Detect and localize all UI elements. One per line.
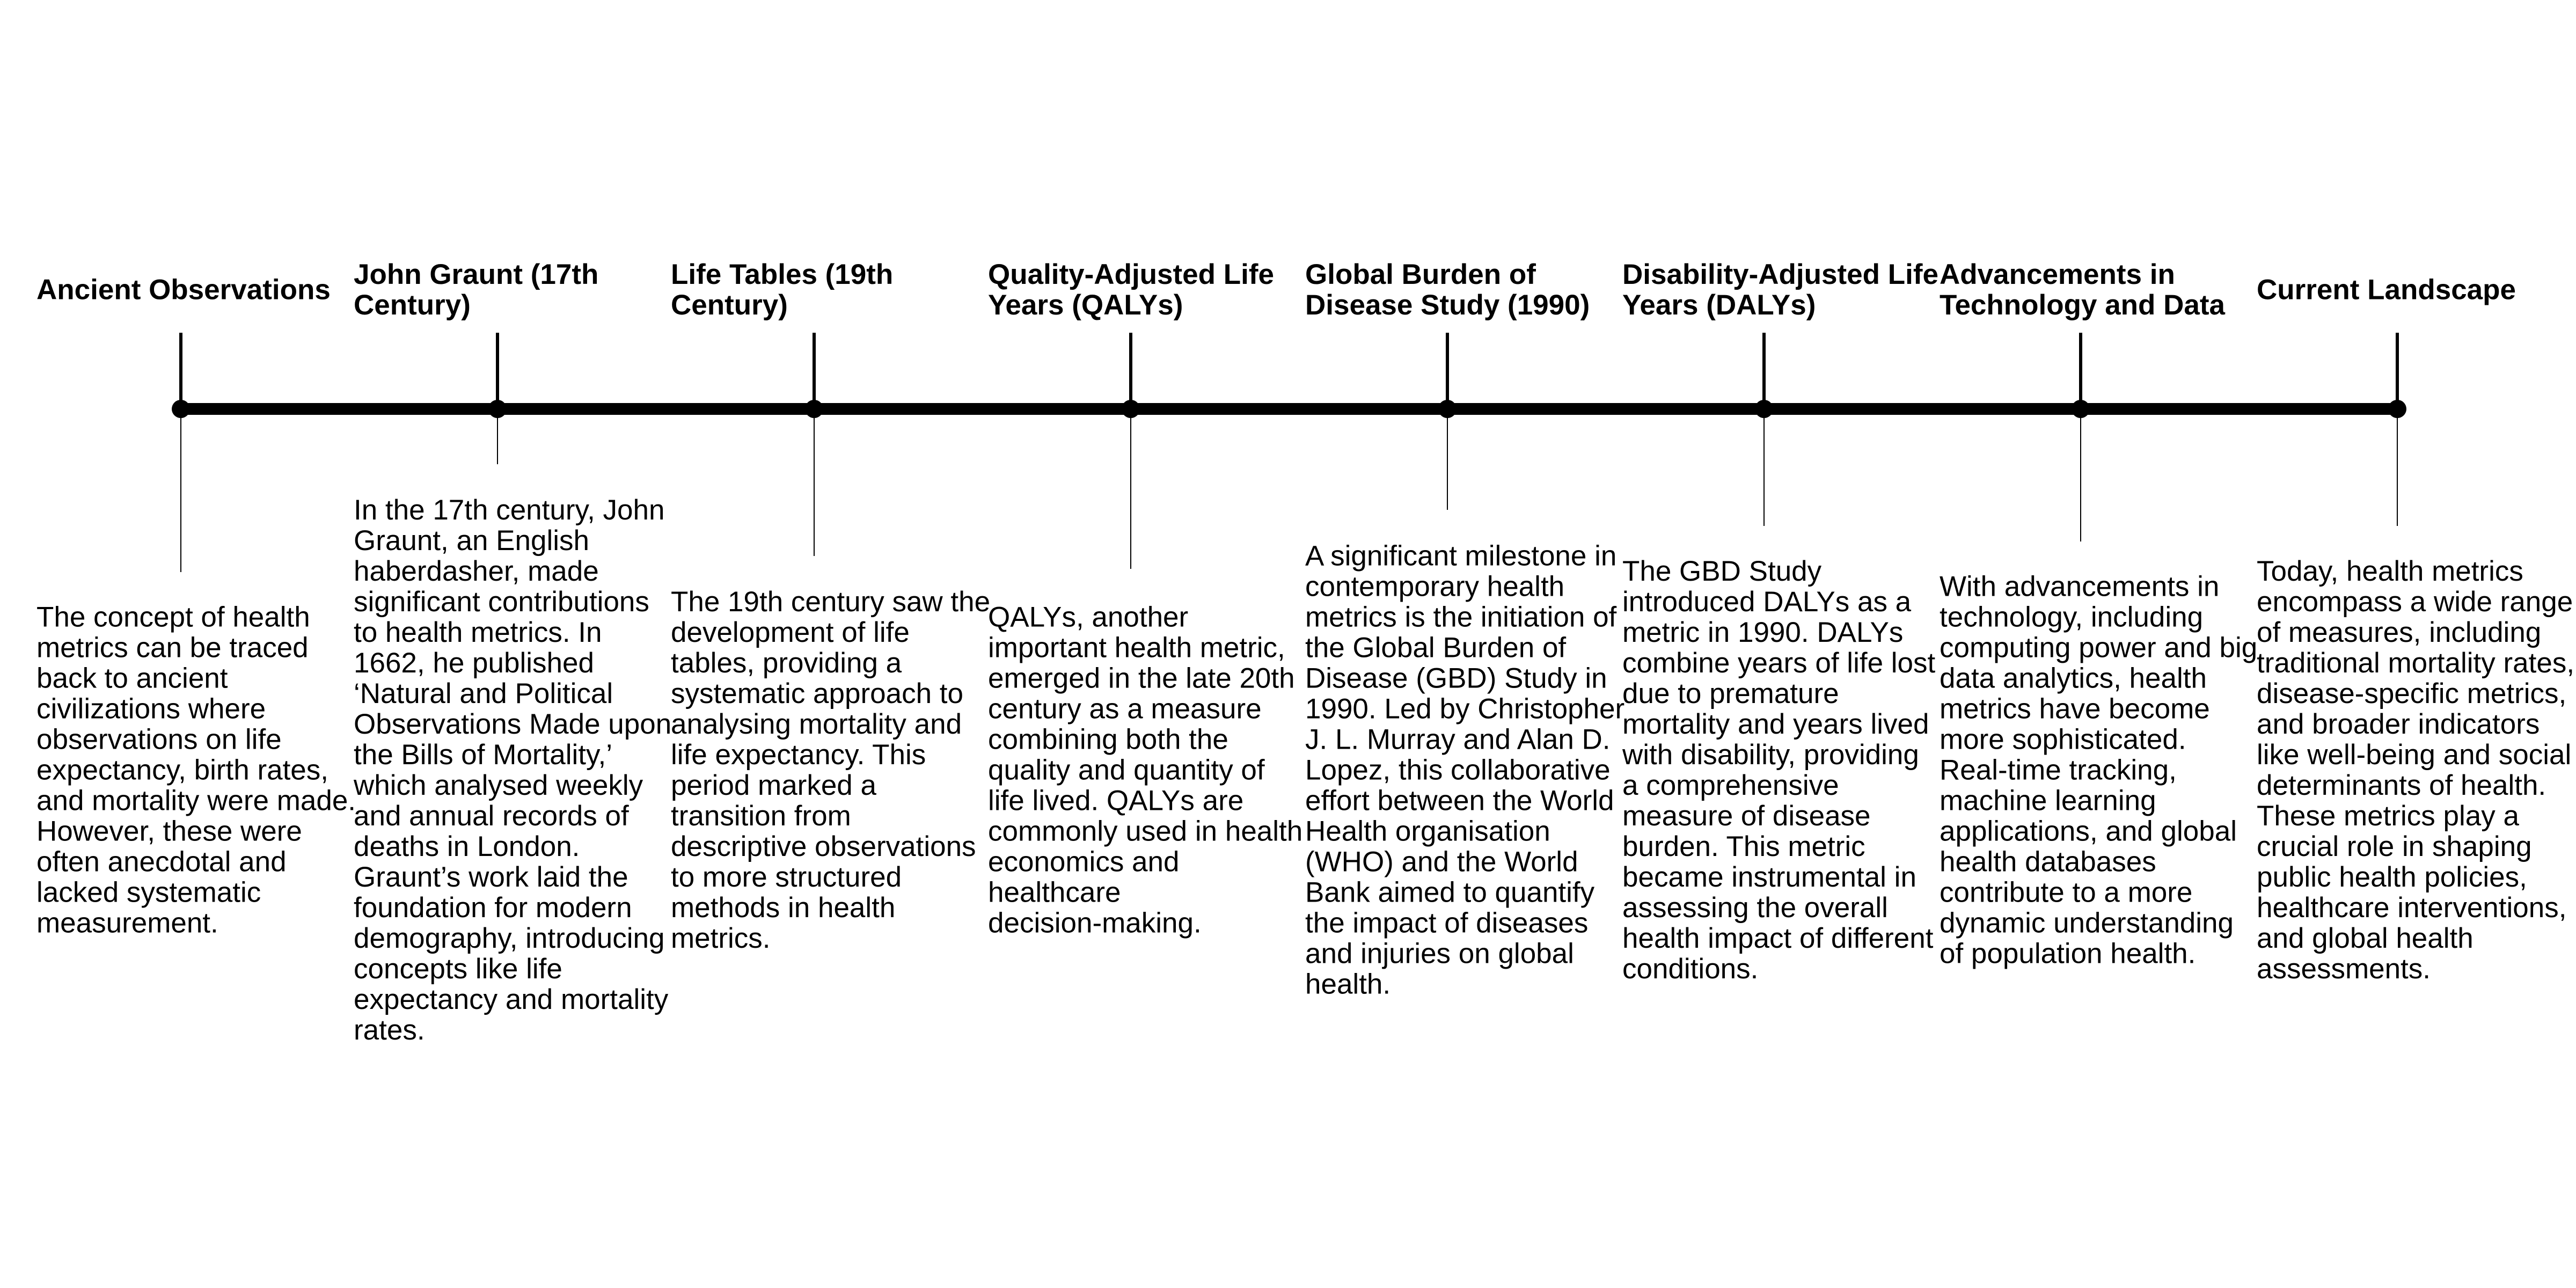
event-description: The concept of health metrics can be tra… [36, 601, 356, 939]
connector-upper [1129, 333, 1132, 409]
event-title: Global Burden of Disease Study (1990) [1305, 259, 1590, 321]
connector-upper [179, 333, 182, 409]
connector-lower [497, 409, 498, 464]
connector-upper [2396, 333, 2399, 409]
connector-lower [1447, 409, 1448, 510]
event-description: With advancements in technology, includi… [1940, 570, 2258, 970]
connector-lower [2080, 409, 2081, 541]
event-title: Disability-Adjusted Life Years (DALYs) [1622, 259, 1938, 321]
event-title: John Graunt (17th Century) [354, 259, 599, 321]
timeline-axis-line [181, 403, 2397, 415]
event-title: Ancient Observations [36, 274, 331, 306]
event-title: Advancements in Technology and Data [1940, 259, 2226, 321]
connector-lower [2397, 409, 2398, 526]
event-title: Life Tables (19th Century) [671, 259, 894, 321]
connector-lower [180, 409, 181, 572]
connector-lower [1763, 409, 1765, 526]
connector-upper [1446, 333, 1449, 409]
event-title: Current Landscape [2257, 274, 2516, 306]
connector-upper [813, 333, 816, 409]
event-description: The 19th century saw the development of … [671, 586, 991, 954]
connector-lower [814, 409, 815, 556]
connector-upper [496, 333, 499, 409]
event-description: A significant milestone in contemporary … [1305, 540, 1625, 1000]
event-description: Today, health metrics encompass a wide r… [2257, 555, 2575, 985]
event-description: In the 17th century, John Graunt, an Eng… [354, 494, 672, 1046]
connector-lower [1130, 409, 1131, 569]
connector-upper [2079, 333, 2082, 409]
connector-upper [1762, 333, 1766, 409]
event-description: QALYs, another important health metric, … [988, 601, 1303, 939]
event-title: Quality-Adjusted Life Years (QALYs) [988, 259, 1274, 321]
event-description: The GBD Study introduced DALYs as a metr… [1622, 555, 1936, 985]
